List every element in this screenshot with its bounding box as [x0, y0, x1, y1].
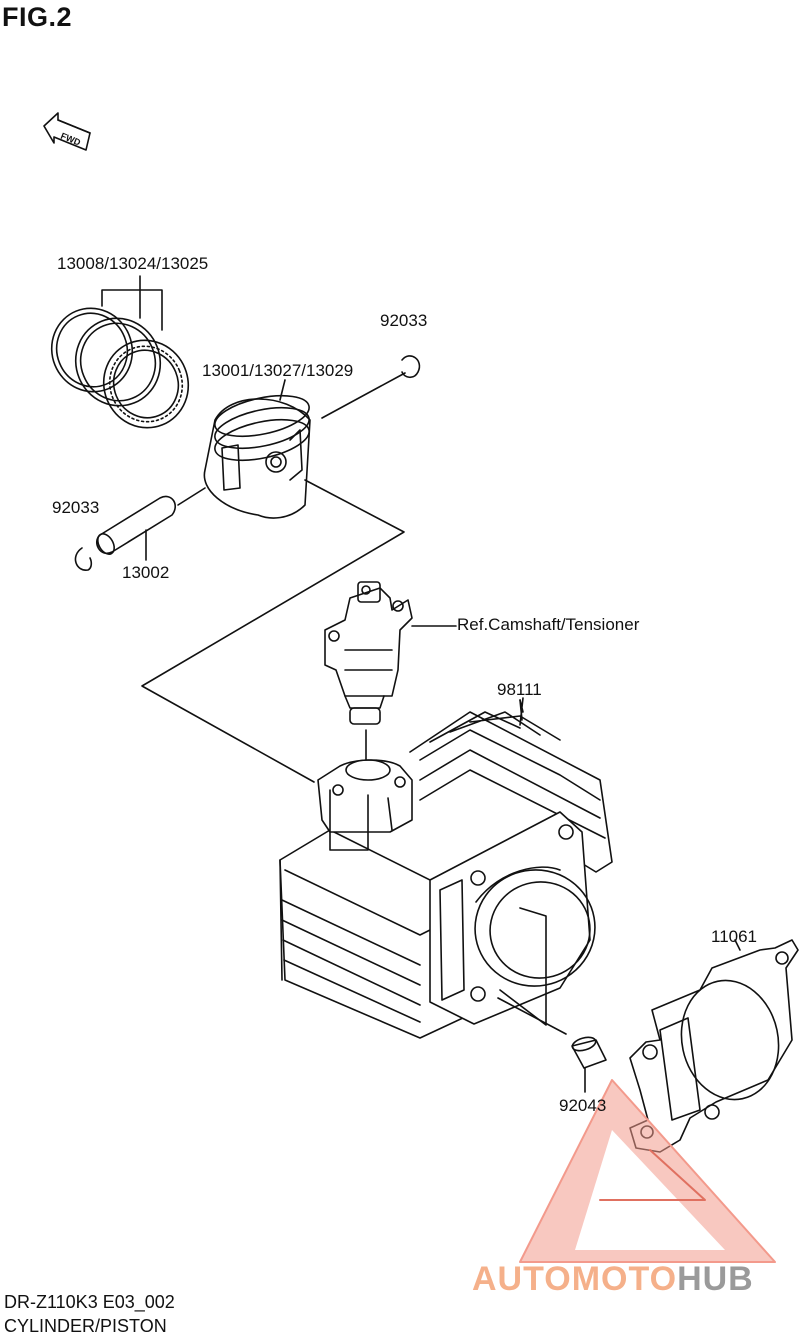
figure-title: FIG.2: [2, 2, 73, 32]
label-pin: 13002: [122, 563, 170, 582]
head-gasket: [629, 939, 799, 1153]
assembly-leader-lines: [141, 479, 405, 783]
circlip-left: [74, 547, 93, 571]
label-rings: 13008/13024/13025: [57, 254, 209, 273]
cylinder: [279, 697, 613, 1039]
model-code: DR-Z110K3 E03_002: [4, 1292, 175, 1312]
label-piston: 13001/13027/13029: [202, 361, 354, 380]
label-tensioner-ref: Ref.Camshaft/Tensioner: [457, 615, 640, 634]
watermark-text: AUTOMOTOHUB: [472, 1260, 754, 1299]
piston-rings: [50, 275, 190, 429]
watermark-logo-icon: [519, 1079, 776, 1263]
label-clip-left: 92033: [52, 498, 100, 517]
circlip-right: [321, 355, 421, 419]
piston-pin: [96, 487, 206, 561]
watermark-part1: AUTOMOTO: [472, 1260, 678, 1298]
piston: [203, 379, 311, 519]
section-title: CYLINDER/PISTON: [4, 1316, 167, 1336]
label-gasket: 11061: [711, 927, 758, 946]
cam-chain-tensioner: [324, 581, 457, 761]
watermark-part2: HUB: [677, 1260, 754, 1298]
fwd-arrow-icon: FWD: [43, 112, 91, 151]
dowel-pin: [571, 1036, 607, 1093]
label-clip-right: 92033: [380, 311, 428, 330]
label-cylinder: 98111: [497, 680, 542, 699]
label-dowel: 92043: [559, 1096, 607, 1115]
